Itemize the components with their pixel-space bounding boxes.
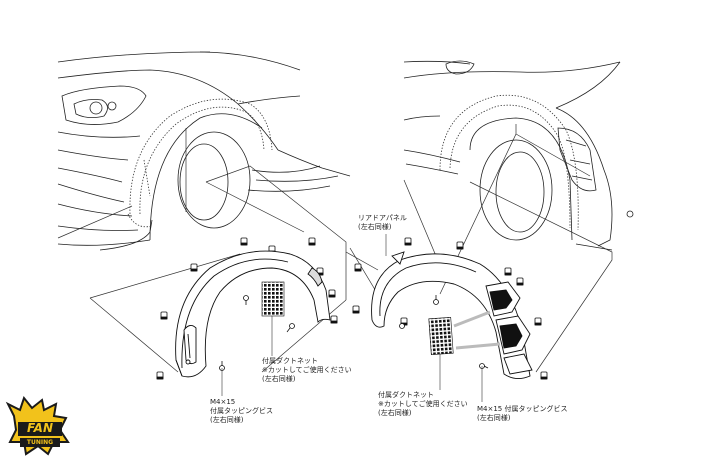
rear-panel-title: リアドアパネル xyxy=(358,214,407,222)
front-duct-net xyxy=(261,281,285,317)
rear-fender-flare xyxy=(371,251,533,379)
front-duct-net-both-sides: (左右同様) xyxy=(262,375,296,383)
rear-duct-net-label: 付属ダクトネット ※カットしてご使用ください (左右同様) xyxy=(378,391,468,418)
rear-duct-net-both-sides: (左右同様) xyxy=(378,409,412,417)
front-leader-lines xyxy=(221,316,273,396)
rear-leader-lines xyxy=(385,234,483,402)
front-flare-outline xyxy=(127,98,273,228)
rear-duct-net xyxy=(428,316,454,356)
rear-screw-title: M4×15 付属タッピングビス xyxy=(477,405,568,413)
front-projection-lines xyxy=(57,128,347,373)
front-duct-net-title: 付属ダクトネット xyxy=(262,357,318,365)
rear-panel-both-sides: (左右同様) xyxy=(358,223,392,231)
rear-flare-outline xyxy=(439,94,579,231)
front-screw-both-sides: (左右同様) xyxy=(210,416,244,424)
front-screw-title: 付属タッピングビス xyxy=(210,407,273,415)
front-screw-label: M4×15 付属タッピングビス (左右同様) xyxy=(210,398,273,425)
rear-car-illustration xyxy=(403,60,634,251)
front-fender-flare xyxy=(175,250,331,378)
front-screw-size: M4×15 xyxy=(210,398,236,406)
rear-screw-label: M4×15 付属タッピングビス (左右同様) xyxy=(477,405,568,423)
rear-panel-label: リアドアパネル (左右同様) xyxy=(358,214,407,232)
rear-net-guide xyxy=(453,310,501,350)
front-duct-net-label: 付属ダクトネット ※カットしてご使用ください (左右同様) xyxy=(262,357,352,384)
rear-duct-net-note: ※カットしてご使用ください xyxy=(378,400,468,408)
rear-screws xyxy=(399,295,489,369)
logo-text: FAN xyxy=(27,421,53,435)
rear-projection-lines xyxy=(345,124,613,373)
rear-screw-both-sides: (左右同様) xyxy=(477,414,511,422)
front-car-illustration xyxy=(57,51,351,251)
logo-subtext: TUNING xyxy=(26,439,54,446)
front-screws xyxy=(219,295,295,371)
front-duct-net-note: ※カットしてご使用ください xyxy=(262,366,352,374)
rear-duct-net-title: 付属ダクトネット xyxy=(378,391,434,399)
fan-tuning-logo xyxy=(5,395,70,456)
